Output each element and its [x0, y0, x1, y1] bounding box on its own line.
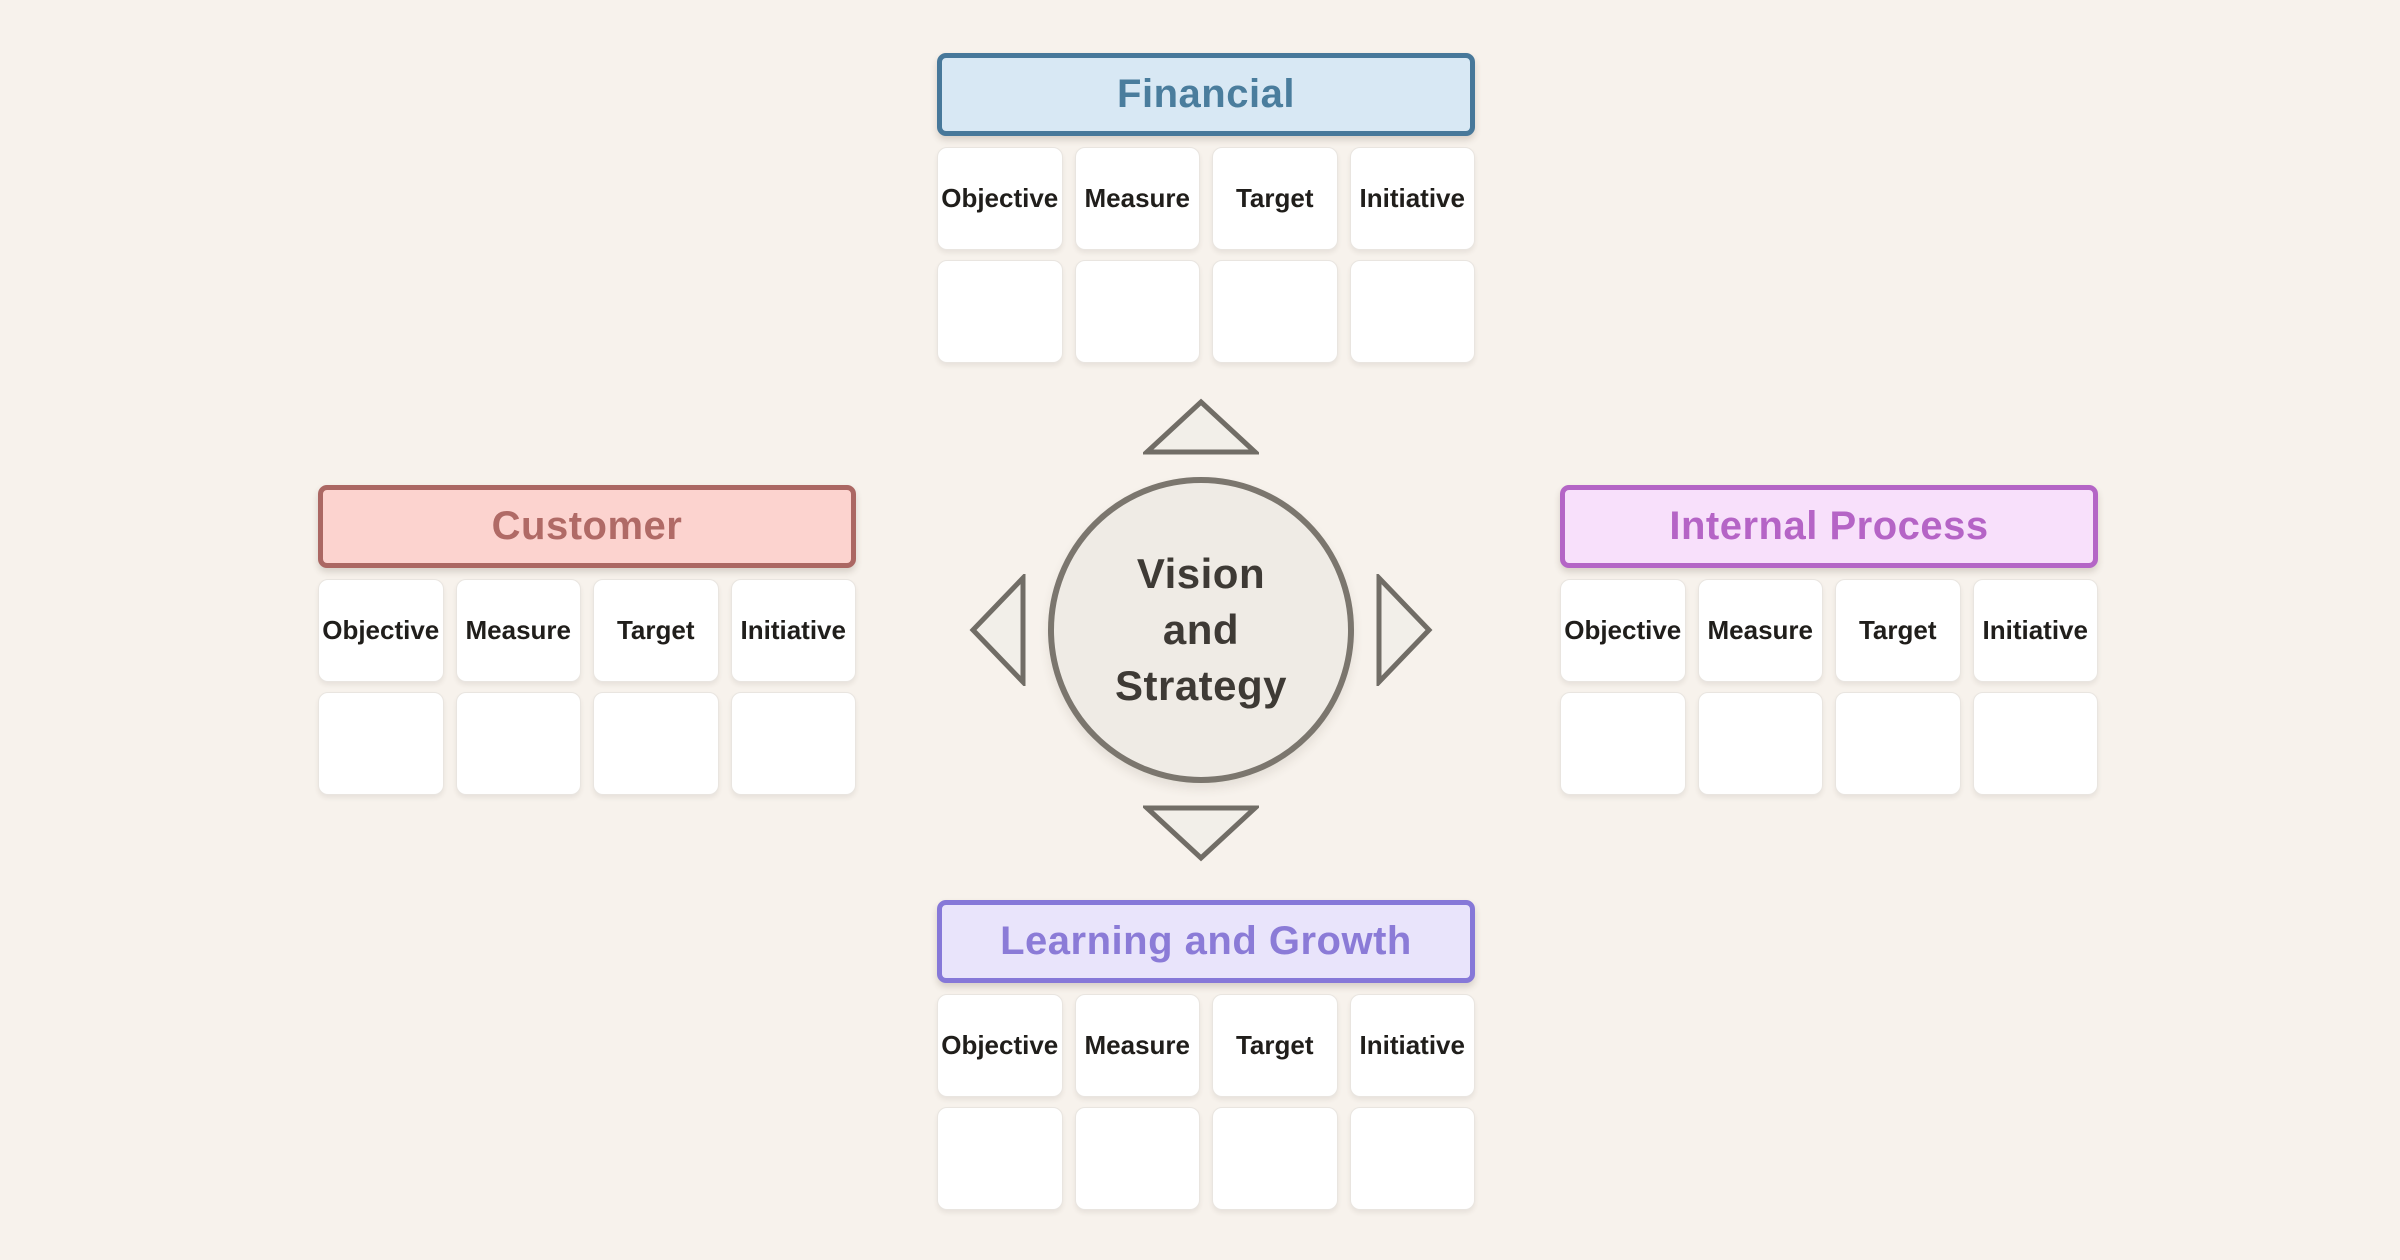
arrow-right-icon[interactable]	[1375, 574, 1433, 686]
internal-process-header-shape[interactable]: Internal Process	[1560, 485, 2098, 568]
vision-strategy-line: Strategy	[1114, 662, 1288, 709]
customer-cell-measure[interactable]: Measure	[455, 579, 581, 682]
internal-process-cell-initiative[interactable]: Initiative	[1972, 579, 2098, 682]
perspective-internal-process: Internal Process Objective Measure Targe…	[1560, 485, 2098, 795]
vision-strategy-line: Vision	[1136, 550, 1266, 597]
perspective-learning-and-growth: Learning and Growth Objective Measure Ta…	[937, 900, 1475, 1210]
arrow-left-icon[interactable]	[969, 574, 1027, 686]
vision-strategy-line: and	[1162, 606, 1240, 653]
financial-cell-measure[interactable]: Measure	[1074, 147, 1200, 250]
learning-cell-target[interactable]: Target	[1212, 994, 1338, 1097]
learning-cell-measure[interactable]: Measure	[1074, 994, 1200, 1097]
learning-empty-cell[interactable]	[1212, 1107, 1338, 1210]
customer-title: Customer	[491, 504, 683, 548]
perspective-financial: Financial Objective Measure Target Initi…	[937, 53, 1475, 363]
customer-empty-cell[interactable]	[593, 692, 719, 795]
financial-empty-cell[interactable]	[1074, 260, 1200, 363]
internal-process-empty-cell[interactable]	[1972, 692, 2098, 795]
internal-process-cell-target[interactable]: Target	[1835, 579, 1961, 682]
learning-empty-cell[interactable]	[937, 1107, 1063, 1210]
financial-empty-cell[interactable]	[937, 260, 1063, 363]
financial-cell-objective[interactable]: Objective	[937, 147, 1063, 250]
learning-cell-objective[interactable]: Objective	[937, 994, 1063, 1097]
internal-process-cell-objective[interactable]: Objective	[1560, 579, 1686, 682]
internal-process-empty-cell[interactable]	[1697, 692, 1823, 795]
perspective-customer: Customer Objective Measure Target Initia…	[318, 485, 856, 795]
internal-process-empty-cell[interactable]	[1835, 692, 1961, 795]
customer-cell-objective[interactable]: Objective	[318, 579, 444, 682]
vision-strategy-label: Vision and Strategy	[1115, 546, 1287, 714]
internal-process-title: Internal Process	[1669, 504, 1989, 548]
customer-grid: Objective Measure Target Initiative	[318, 579, 856, 795]
customer-empty-cell[interactable]	[318, 692, 444, 795]
customer-empty-cell[interactable]	[730, 692, 856, 795]
learning-cell-initiative[interactable]: Initiative	[1349, 994, 1475, 1097]
financial-title: Financial	[1117, 72, 1295, 116]
vision-strategy-circle[interactable]: Vision and Strategy	[1048, 477, 1354, 783]
internal-process-empty-cell[interactable]	[1560, 692, 1686, 795]
internal-process-cell-measure[interactable]: Measure	[1697, 579, 1823, 682]
arrow-up-icon[interactable]	[1143, 398, 1259, 456]
customer-cell-initiative[interactable]: Initiative	[730, 579, 856, 682]
financial-empty-cell[interactable]	[1349, 260, 1475, 363]
internal-process-grid: Objective Measure Target Initiative	[1560, 579, 2098, 795]
financial-empty-cell[interactable]	[1212, 260, 1338, 363]
customer-empty-cell[interactable]	[455, 692, 581, 795]
financial-cell-target[interactable]: Target	[1212, 147, 1338, 250]
learning-empty-cell[interactable]	[1074, 1107, 1200, 1210]
financial-header-shape[interactable]: Financial	[937, 53, 1475, 136]
financial-grid: Objective Measure Target Initiative	[937, 147, 1475, 363]
learning-and-growth-header-shape[interactable]: Learning and Growth	[937, 900, 1475, 983]
financial-cell-initiative[interactable]: Initiative	[1349, 147, 1475, 250]
learning-and-growth-title: Learning and Growth	[1000, 919, 1412, 963]
customer-cell-target[interactable]: Target	[593, 579, 719, 682]
learning-and-growth-grid: Objective Measure Target Initiative	[937, 994, 1475, 1210]
arrow-down-icon[interactable]	[1143, 804, 1259, 862]
customer-header-shape[interactable]: Customer	[318, 485, 856, 568]
learning-empty-cell[interactable]	[1349, 1107, 1475, 1210]
